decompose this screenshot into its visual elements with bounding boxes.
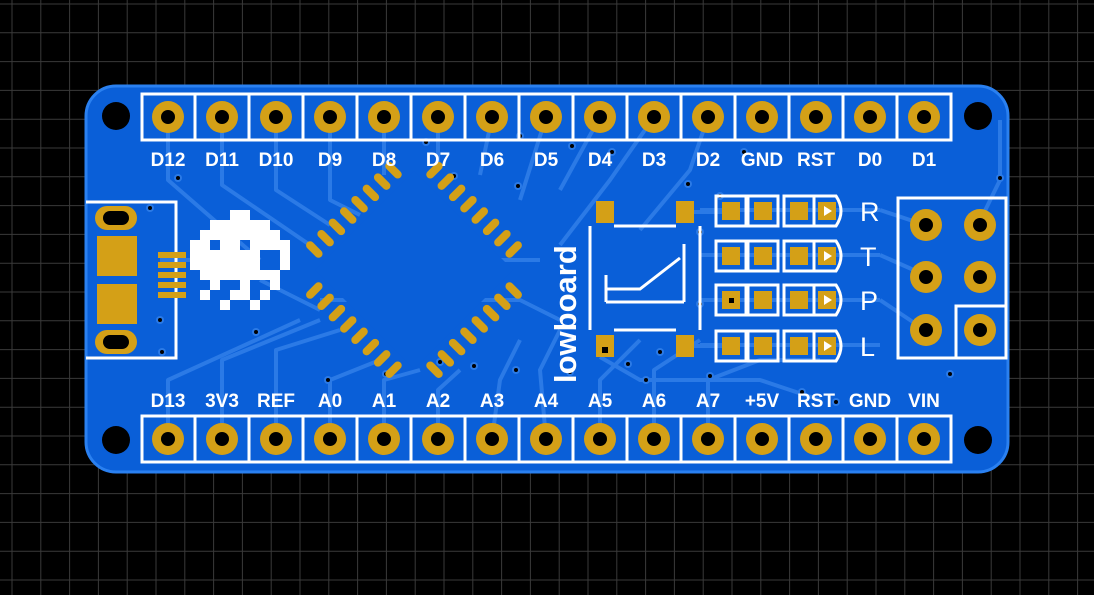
usb-connector — [86, 200, 186, 360]
top-pin-header: D12 D11 D10 D9 D8 D7 D6 D5 D4 D3 D2 GND RST D0 D1 — [140, 92, 953, 171]
top-pin-label: GND — [741, 150, 783, 171]
top-pin-label: D0 — [858, 150, 882, 171]
reset-switch — [588, 201, 702, 357]
bottom-pin-label: A2 — [426, 391, 450, 412]
mounting-hole — [102, 426, 130, 454]
bottom-pin-label: A6 — [642, 391, 666, 412]
led-label-l: L — [860, 332, 875, 362]
top-pin-label: D1 — [912, 150, 937, 171]
bottom-pin-label: A1 — [372, 391, 397, 412]
top-pin-label: D9 — [318, 150, 342, 171]
top-pin-label: D11 — [205, 150, 239, 171]
led-label-t: T — [860, 242, 877, 272]
icsp-header — [896, 196, 1008, 360]
bottom-pin-label: D13 — [151, 391, 186, 412]
bottom-pin-label: 3V3 — [205, 391, 239, 412]
bottom-pin-label: A5 — [588, 391, 613, 412]
mounting-hole — [102, 102, 130, 130]
top-pin-label: D4 — [588, 150, 613, 171]
top-pin-label: D5 — [534, 150, 559, 171]
top-pin-label: RST — [797, 150, 835, 171]
bottom-pin-label: A3 — [480, 391, 504, 412]
bottom-pin-label: +5V — [745, 391, 780, 412]
mounting-hole — [964, 102, 992, 130]
bottom-pin-label: A0 — [318, 391, 342, 412]
bottom-pin-label: REF — [257, 391, 295, 412]
top-pin-label: D12 — [151, 150, 186, 171]
board-name: lowboard — [548, 245, 583, 383]
bottom-pin-label: A7 — [696, 391, 720, 412]
top-pin-label: D2 — [696, 150, 720, 171]
top-pin-label: D3 — [642, 150, 666, 171]
top-pin-label: D8 — [372, 150, 396, 171]
mcu-chip — [306, 162, 522, 378]
bottom-pin-header: D13 3V3 REF A0 A1 A2 A3 A4 A5 A6 A7 +5V RST GND VIN — [140, 391, 953, 464]
bottom-pin-label: A4 — [534, 391, 559, 412]
mounting-holes — [102, 102, 992, 454]
mounting-hole — [964, 426, 992, 454]
top-pin-label: D7 — [426, 150, 450, 171]
led-label-p: P — [860, 286, 878, 316]
pcb-board — [84, 84, 1010, 474]
top-pin-label: D6 — [480, 150, 504, 171]
bottom-pin-label: VIN — [908, 391, 940, 412]
led-label-r: R — [860, 197, 880, 227]
bottom-pin-label: RST — [797, 391, 835, 412]
top-pin-label: D10 — [259, 150, 294, 171]
bottom-pin-label: GND — [849, 391, 891, 412]
space-invader-icon — [190, 210, 290, 310]
